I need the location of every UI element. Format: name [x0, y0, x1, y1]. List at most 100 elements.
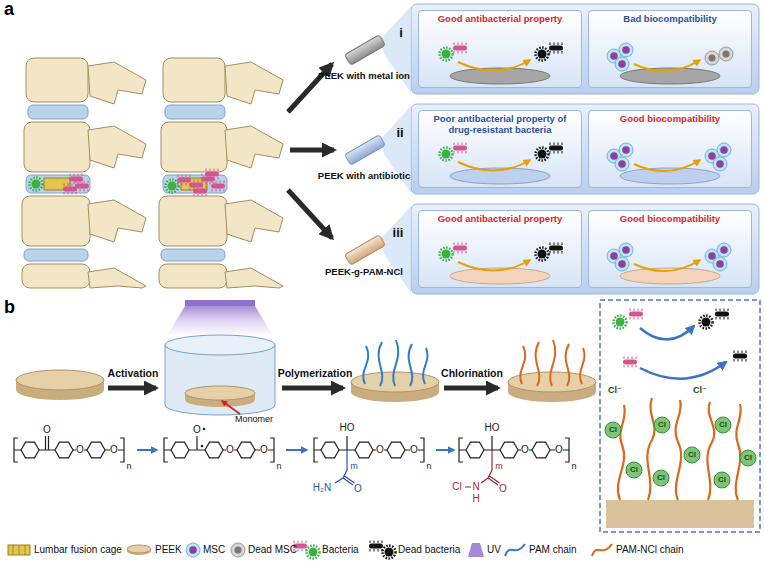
- legend-label: PAM-NCl chain: [616, 545, 684, 555]
- chemical-structure: [436, 449, 454, 451]
- legend-symbol: [592, 544, 612, 556]
- substrate-disc: [450, 68, 550, 84]
- legend-symbol: [505, 544, 525, 556]
- chemical-structure: [314, 436, 424, 462]
- pam-grafted-disc: [393, 340, 398, 386]
- chemical-structure: [355, 442, 373, 458]
- pathway-arrow: [290, 148, 334, 153]
- repeat-index: n: [571, 462, 576, 471]
- mechanism-inset: [700, 316, 713, 329]
- spine-illustration: [22, 58, 283, 288]
- chemical-structure: [14, 428, 569, 487]
- property-box: Poor antibacterial property of drug-resi…: [418, 110, 582, 188]
- chlorine-label: Cl: [609, 426, 617, 434]
- chlorine-label: Cl: [718, 476, 726, 484]
- comparison-panel: [411, 4, 759, 94]
- mechanism-inset: [618, 398, 741, 500]
- legend-label: Dead MSC: [248, 545, 297, 555]
- pam-grafted-disc: [363, 340, 427, 386]
- legend-label: MSC: [203, 545, 225, 555]
- mechanism-inset: [715, 417, 731, 433]
- chemical-structure: [459, 436, 569, 487]
- spine-illustration: [159, 58, 283, 288]
- mechanism-inset: [605, 422, 621, 438]
- chemical-structure: [201, 445, 204, 448]
- property-box: Good antibacterial property: [418, 210, 582, 288]
- legend-symbol: [468, 543, 484, 557]
- pam-ncl-grafted-disc: [536, 342, 540, 386]
- chemical-structure: [286, 449, 307, 451]
- pam-grafted-disc: [379, 342, 383, 386]
- mechanism-inset: [647, 398, 654, 500]
- peek-disc: [16, 370, 104, 390]
- mechanism-inset: [736, 404, 741, 500]
- repeat-index: n: [426, 462, 431, 471]
- mechanism-inset: [623, 357, 637, 368]
- chemical-structure: [55, 442, 73, 458]
- chemical-structure: [87, 442, 105, 458]
- chlorine-label: Cl: [658, 421, 666, 429]
- legend-symbol: [127, 545, 151, 553]
- substrate-disc: [450, 68, 720, 284]
- comparison-panel: [345, 4, 759, 294]
- mechanism-inset: [653, 470, 669, 486]
- spine-illustration: [63, 184, 77, 195]
- atom-label: O: [354, 484, 362, 494]
- panel-number: i: [399, 26, 403, 39]
- substrate-disc: [450, 268, 550, 284]
- pam-ncl-grafted-disc: [550, 340, 555, 386]
- chemical-structure: [14, 436, 124, 462]
- comparison-panel: [345, 35, 386, 65]
- process-arrow: [282, 386, 343, 391]
- atom-label: O: [76, 445, 84, 455]
- property-box: Good antibacterial property: [418, 10, 582, 88]
- spine-illustration: [75, 181, 89, 192]
- spine-illustration: [166, 180, 179, 193]
- atom-label: HO: [485, 423, 500, 433]
- box-scene: [440, 43, 564, 71]
- legend-symbol: [8, 545, 30, 555]
- atom-label: O: [555, 445, 563, 455]
- box-heading: Good biocompatibility: [594, 214, 746, 225]
- box-scene: [440, 43, 734, 272]
- comparison-panel: [345, 235, 386, 265]
- spine-illustration: [30, 178, 43, 191]
- legend-symbol: [369, 541, 383, 552]
- atom-label: Cl: [452, 482, 461, 492]
- legend-label: Bacteria: [322, 545, 359, 555]
- atom-label: O: [43, 425, 51, 435]
- box-scene: [607, 243, 731, 271]
- chemical-structure: [21, 442, 39, 458]
- atom-label: O: [193, 425, 201, 435]
- sample-label: PEEK with antibiotic: [318, 171, 410, 181]
- sample-label: PEEK-g-PAM-NCl: [325, 267, 403, 277]
- mechanism-inset: [740, 450, 756, 466]
- box-heading: Good antibacterial property: [424, 214, 576, 225]
- comparison-panel: [345, 135, 386, 165]
- uv-reactor: [165, 300, 275, 415]
- mechanism-inset: [600, 300, 760, 532]
- mechanism-inset: [614, 316, 627, 329]
- mechanism-inset: [629, 309, 643, 320]
- chlorine-label: Cl: [630, 466, 638, 474]
- chemical-structure: [465, 450, 500, 487]
- atom-label: O: [499, 484, 507, 494]
- pathway-arrow: [288, 190, 332, 238]
- atom-label: O: [110, 445, 118, 455]
- mechanism-inset: [654, 417, 670, 433]
- box-heading: Good antibacterial property: [424, 14, 576, 25]
- comparison-panel: [411, 204, 759, 294]
- mechanism-inset: [618, 405, 625, 500]
- property-box: Good biocompatibility: [588, 110, 752, 188]
- chemical-structure: [205, 442, 223, 458]
- spine-illustration: [211, 181, 225, 192]
- process-arrow: [108, 386, 156, 391]
- spine-illustration: [193, 186, 207, 197]
- spine-illustration: [177, 175, 191, 186]
- chloride-ion: Cl⁻: [693, 386, 707, 395]
- legend-symbol: [307, 546, 320, 559]
- chemical-structure: [237, 442, 255, 458]
- pam-grafted-disc: [409, 344, 413, 386]
- legend-symbol: [231, 543, 245, 557]
- uv-reactor: [185, 386, 255, 400]
